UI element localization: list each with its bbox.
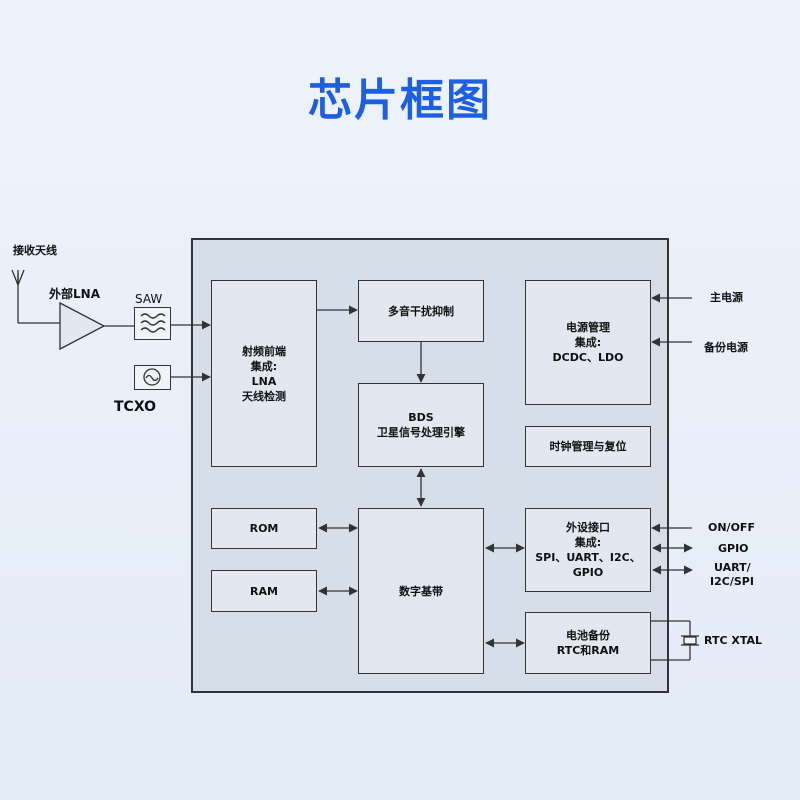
saw-filter-box [134,307,171,340]
external-lna-label: 外部LNA [49,287,100,301]
saw-label: SAW [135,292,163,306]
rom-label: ROM [249,522,279,535]
ram-block: RAM [211,570,317,612]
peripheral-line-4: GPIO [572,566,604,579]
gpio-label: GPIO [718,542,749,555]
rf-frontend-line-3: LNA [251,374,277,388]
power-mgmt-line-3: DCDC、LDO [552,351,624,364]
on-off-label: ON/OFF [708,521,755,534]
saw-filter-icon [140,313,166,333]
power-mgmt-line-1: 电源管理 [566,321,610,334]
bds-engine-line-1: BDS [408,411,434,424]
uart-label-line-1: UART/ [714,561,751,574]
peripheral-interface-block: 外设接口 集成: SPI、UART、I2C、 GPIO [525,508,651,592]
peripheral-line-1: 外设接口 [566,521,610,534]
peripheral-line-2: 集成: [574,536,602,549]
interference-suppression-block: 多音干扰抑制 [358,280,484,342]
antenna-icon [11,269,25,323]
tcxo-box [134,365,171,390]
ram-label: RAM [250,584,278,598]
rf-frontend-line-1: 射频前端 [242,344,286,358]
rf-frontend-block: 射频前端 集成: LNA 天线检测 [211,280,317,467]
crystal-icon [651,620,699,661]
rom-block: ROM [211,508,317,549]
battery-backup-line-2: RTC和RAM [556,644,620,657]
power-mgmt-line-2: 集成: [574,336,602,349]
rf-frontend-line-4: 天线检测 [242,389,286,403]
bds-engine-block: BDS 卫星信号处理引擎 [358,383,484,467]
amplifier-triangle-icon [59,301,106,351]
battery-backup-line-1: 电池备份 [566,629,610,642]
bds-engine-line-2: 卫星信号处理引擎 [377,426,465,439]
peripheral-line-3: SPI、UART、I2C、 [535,551,641,564]
rtc-xtal-label: RTC XTAL [704,634,763,647]
oscillator-icon [143,368,161,386]
power-management-block: 电源管理 集成: DCDC、LDO [525,280,651,405]
page-title: 芯片框图 [308,75,492,126]
digital-baseband-block: 数字基带 [358,508,484,674]
interference-label: 多音干扰抑制 [388,304,454,318]
backup-power-label: 备份电源 [704,341,748,354]
uart-label-line-2: I2C/SPI [710,575,754,588]
battery-backup-block: 电池备份 RTC和RAM [525,612,651,674]
clock-reset-label: 时钟管理与复位 [549,440,627,453]
tcxo-label: TCXO [114,399,157,415]
rf-frontend-line-2: 集成: [250,359,278,373]
antenna-label: 接收天线 [13,244,57,257]
clock-reset-block: 时钟管理与复位 [525,426,651,467]
main-power-label: 主电源 [710,291,743,304]
baseband-label: 数字基带 [399,584,443,598]
